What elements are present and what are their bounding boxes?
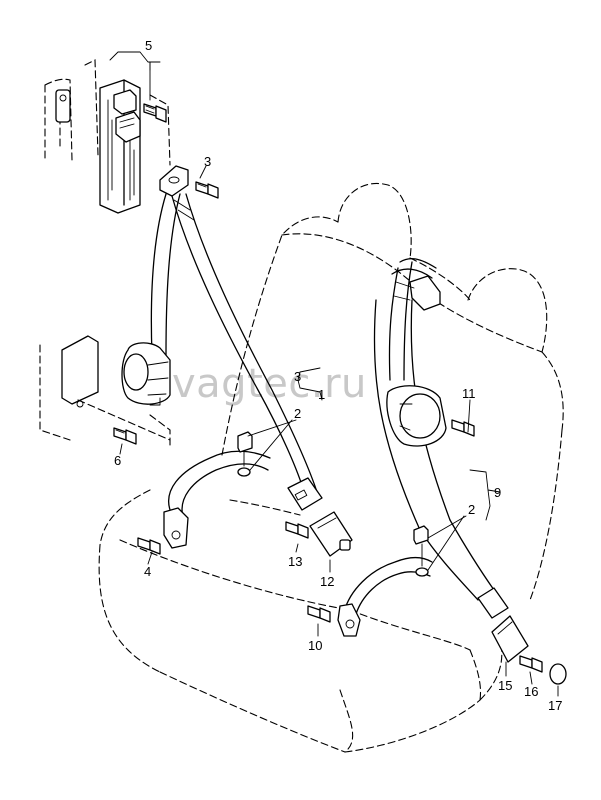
buckle-12 bbox=[309, 511, 353, 557]
bench-seat-outline bbox=[98, 183, 564, 753]
callout-10: 10 bbox=[308, 638, 322, 653]
callout-6: 6 bbox=[114, 453, 121, 468]
bolt-16 bbox=[519, 655, 543, 673]
buckle-15 bbox=[491, 615, 529, 663]
callout-16: 16 bbox=[524, 684, 538, 699]
callout-15: 15 bbox=[498, 678, 512, 693]
callout-2-left: 2 bbox=[294, 406, 301, 421]
bolt-4 bbox=[137, 537, 161, 555]
left-shoulder-belt bbox=[150, 165, 319, 496]
callout-bracket-5 bbox=[109, 51, 161, 63]
bolt-3-upper bbox=[195, 181, 219, 199]
adjuster-bolt bbox=[143, 103, 167, 123]
bolt-13 bbox=[285, 521, 309, 539]
bolt-6 bbox=[113, 427, 137, 445]
callout-13: 13 bbox=[288, 554, 302, 569]
callout-1: 1 bbox=[318, 387, 325, 402]
callout-11: 11 bbox=[462, 386, 476, 401]
right-retractor bbox=[386, 385, 447, 447]
left-retractor bbox=[121, 342, 171, 406]
callout-5: 5 bbox=[145, 38, 152, 53]
height-adjuster-rail bbox=[55, 79, 141, 214]
callout-9: 9 bbox=[494, 485, 501, 500]
bolt-10 bbox=[307, 605, 331, 623]
buckle-stalk-right bbox=[413, 525, 429, 577]
callout-2-right: 2 bbox=[468, 502, 475, 517]
callout-17: 17 bbox=[548, 698, 562, 713]
callout-4: 4 bbox=[144, 564, 151, 579]
callout-3-middle: 3 bbox=[294, 369, 301, 384]
cap-17 bbox=[549, 663, 567, 685]
buckle-stalk-center bbox=[237, 431, 253, 477]
callout-12: 12 bbox=[320, 574, 334, 589]
callout-3-upper: 3 bbox=[204, 154, 211, 169]
leader-lines bbox=[119, 61, 559, 697]
right-lap-belt bbox=[337, 556, 509, 637]
left-lap-belt bbox=[163, 450, 323, 549]
bolt-11 bbox=[451, 419, 475, 437]
pillar-panel-cover bbox=[61, 335, 171, 441]
